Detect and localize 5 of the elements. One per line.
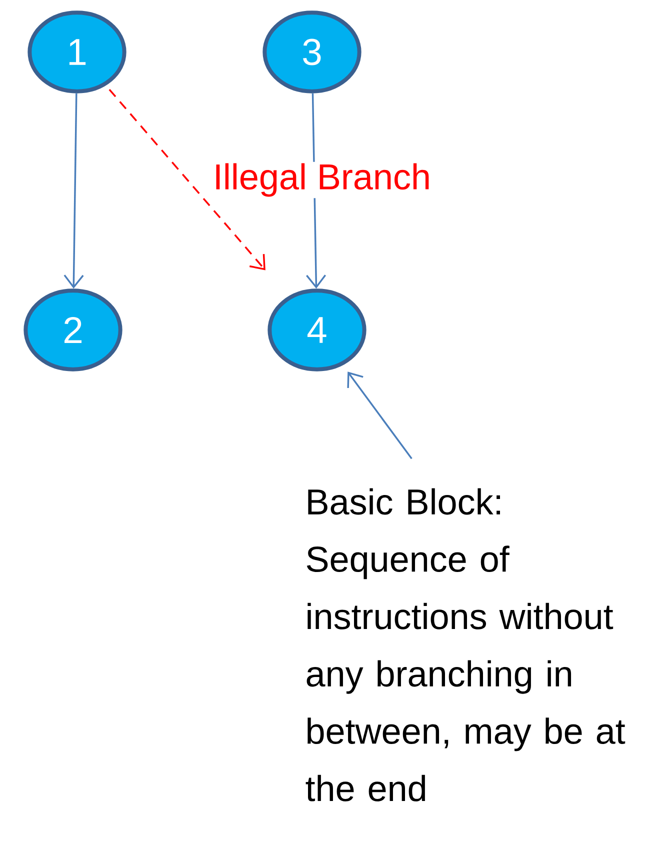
- edge-label: Illegal Branch: [212, 162, 432, 198]
- arrow: [347, 372, 412, 460]
- arrow: [64, 93, 84, 289]
- arrow: [108, 88, 266, 270]
- annotation-text: Basic Block: Sequence of instructions without any branching in between, may be at the end: [306, 488, 626, 802]
